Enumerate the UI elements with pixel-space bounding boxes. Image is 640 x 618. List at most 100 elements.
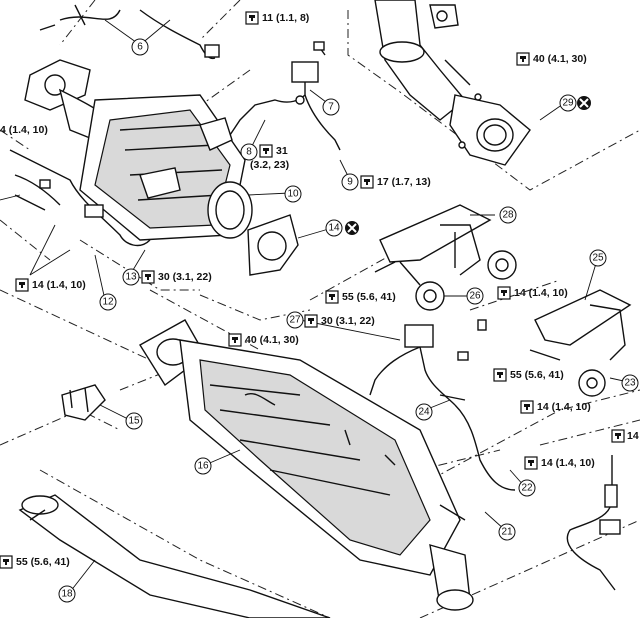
callout-label: 28 xyxy=(502,210,514,221)
torque-wrench-icon xyxy=(263,148,269,154)
torque-spec-30-left: 30 (3.1, 22) xyxy=(141,270,212,284)
callout-16: 16 xyxy=(194,457,212,475)
callout-23: 23 xyxy=(621,374,639,392)
torque-spec-14-edge: 14 xyxy=(611,429,639,443)
torque-label: 14 (1.4, 10) xyxy=(32,279,86,291)
callout-25: 25 xyxy=(589,249,607,267)
torque-spec-14-left: 14 (1.4, 10) xyxy=(15,278,86,292)
callout-label: 26 xyxy=(469,291,481,302)
torque-spec-30-mid: 30 (3.1, 22) xyxy=(304,314,375,328)
callout-label: 29 xyxy=(562,98,574,109)
callout-label: 22 xyxy=(521,483,533,494)
torque-label: 55 (5.6, 41) xyxy=(342,291,396,303)
torque-spec-14-upper-right: 14 (1.4, 10) xyxy=(497,286,568,300)
callout-27: 27 xyxy=(286,311,304,329)
torque-label: 31 xyxy=(276,145,288,157)
callout-21: 21 xyxy=(498,523,516,541)
callout-label: 23 xyxy=(624,378,636,389)
callout-label: 6 xyxy=(137,42,143,53)
tail-pipe-18 xyxy=(18,494,331,618)
oxygen-sensor-harness xyxy=(566,455,621,591)
torque-spec-55-lower-left: 55 (5.6, 41) xyxy=(0,555,70,569)
callout-13: 13 xyxy=(122,268,140,286)
torque-wrench-icon xyxy=(249,15,255,21)
torque-wrench-icon xyxy=(145,274,151,280)
torque-wrench-icon xyxy=(524,404,530,410)
callout-12: 12 xyxy=(99,293,117,311)
callout-label: 13 xyxy=(125,272,137,283)
callout-6: 6 xyxy=(131,38,149,56)
pressure-sensor-assembly xyxy=(229,41,341,151)
do-not-reuse-icon xyxy=(345,221,359,235)
torque-spec-40-lower: 40 (4.1, 30) xyxy=(228,333,299,347)
callout-9: 9 xyxy=(341,173,359,191)
torque-wrench-icon xyxy=(497,372,503,378)
torque-spec-17: 17 (1.7, 13) xyxy=(360,175,431,189)
callout-label: 10 xyxy=(287,189,299,200)
torque-label: 14 xyxy=(627,430,639,442)
torque-wrench-icon xyxy=(364,179,370,185)
torque-label: 30 (3.1, 22) xyxy=(321,315,375,327)
torque-wrench-icon xyxy=(232,337,238,343)
torque-label: 55 (5.6, 41) xyxy=(510,369,564,381)
torque-label: 40 (4.1, 30) xyxy=(533,53,587,65)
torque-wrench-icon xyxy=(520,56,526,62)
do-not-reuse-icon xyxy=(577,96,591,110)
callout-29: 29 xyxy=(559,94,577,112)
torque-label: 55 (5.6, 41) xyxy=(16,556,70,568)
torque-spec-55-right: 55 (5.6, 41) xyxy=(493,368,564,382)
turbo-outlet-pipe xyxy=(374,0,531,166)
hanger-bracket-28 xyxy=(374,204,517,311)
bracket-15 xyxy=(61,384,106,421)
torque-wrench-icon xyxy=(3,559,9,565)
callout-label: 9 xyxy=(347,177,353,188)
torque-wrench-icon xyxy=(308,318,314,324)
torque-wrench-icon xyxy=(329,294,335,300)
torque-label: 14 (1.4, 10) xyxy=(514,287,568,299)
callout-10: 10 xyxy=(284,185,302,203)
torque-label: 11 (1.1, 8) xyxy=(262,12,309,24)
callout-18: 18 xyxy=(58,585,76,603)
torque-label: 14 (1.4, 10) xyxy=(537,401,591,413)
callout-8: 8 xyxy=(240,143,258,161)
callout-label: 24 xyxy=(418,407,430,418)
torque-wrench-icon xyxy=(615,433,621,439)
differential-pressure-sensor-27 xyxy=(369,319,516,491)
torque-label: 30 (3.1, 22) xyxy=(158,271,212,283)
torque-label: 17 (1.7, 13) xyxy=(377,176,431,188)
hanger-bracket-25 xyxy=(529,289,632,397)
torque-wrench-icon xyxy=(528,460,534,466)
callout-24: 24 xyxy=(415,403,433,421)
leader-lines xyxy=(0,19,629,593)
callout-7: 7 xyxy=(322,98,340,116)
front-converter-assembly xyxy=(9,4,253,247)
torque-spec-14-right-a: 14 (1.4, 10) xyxy=(520,400,591,414)
callout-label: 8 xyxy=(246,147,252,158)
torque-label: 4 (1.4, 10) xyxy=(0,124,48,136)
callout-label: 12 xyxy=(102,297,114,308)
callout-label: 27 xyxy=(289,315,301,326)
callout-14: 14 xyxy=(325,219,343,237)
callout-label: 14 xyxy=(328,223,340,234)
callout-15: 15 xyxy=(125,412,143,430)
torque-label: 14 (1.4, 10) xyxy=(541,457,595,469)
callout-label: 16 xyxy=(197,461,209,472)
torque-wrench-icon xyxy=(19,282,25,288)
gasket-14 xyxy=(247,214,299,276)
torque-spec-31: 31 (3.2, 23) xyxy=(250,144,289,171)
callout-26: 26 xyxy=(466,287,484,305)
callout-label: 7 xyxy=(328,102,334,113)
torque-label-metric: (3.2, 23) xyxy=(250,159,289,171)
torque-spec-4: 4 (1.4, 10) xyxy=(0,124,48,136)
callout-label: 21 xyxy=(501,527,513,538)
torque-label: 40 (4.1, 30) xyxy=(245,334,299,346)
callout-label: 25 xyxy=(592,253,604,264)
diesel-particulate-filter-16 xyxy=(139,319,474,611)
callout-label: 15 xyxy=(128,416,140,427)
torque-spec-11: 11 (1.1, 8) xyxy=(245,11,309,25)
torque-wrench-icon xyxy=(501,290,507,296)
callout-label: 18 xyxy=(61,589,73,600)
torque-spec-55-mid: 55 (5.6, 41) xyxy=(325,290,396,304)
torque-spec-40-upper: 40 (4.1, 30) xyxy=(516,52,587,66)
